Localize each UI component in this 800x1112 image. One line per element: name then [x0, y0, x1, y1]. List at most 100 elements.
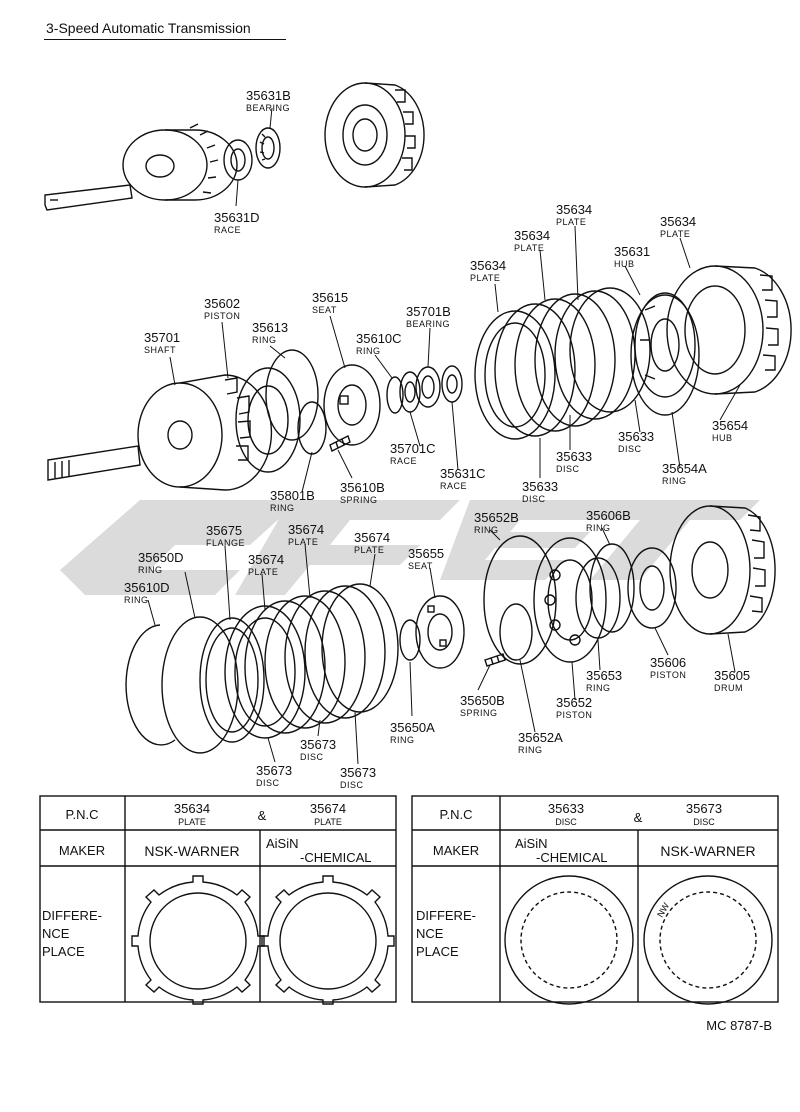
part-number-label: 35654 — [712, 418, 748, 433]
part-number-label: 35652A — [518, 730, 563, 745]
plate-disc-stack-lower — [224, 583, 399, 739]
part-name-label: RING — [586, 523, 611, 533]
part-number-label: 35650B — [460, 693, 505, 708]
part-number-label: 35650A — [390, 720, 435, 735]
drum-35605-drawing — [669, 505, 776, 635]
ring-35650D-drawing — [161, 616, 239, 754]
table2-amp: & — [634, 810, 643, 825]
table1-maker-b-line1: AiSiN — [266, 836, 299, 851]
part-number-label: 35650D — [138, 550, 184, 565]
table1-part-b-name: PLATE — [314, 817, 342, 827]
part-number-label: 35610D — [124, 580, 170, 595]
part-number-label: 35633 — [556, 449, 592, 464]
ring-35652B-drawing — [483, 535, 557, 665]
part-name-label: SHAFT — [144, 345, 176, 355]
part-labels: 35631BBEARING35631DRACE35634PLATE35634PL… — [124, 88, 750, 790]
part-name-label: DISC — [300, 752, 324, 762]
part-name-label: PLATE — [660, 229, 690, 239]
table2-difference-label-line1: DIFFERE- — [416, 908, 476, 923]
part-name-label: RING — [252, 335, 277, 345]
part-number-label: 35631B — [246, 88, 291, 103]
spring-35650B-drawing — [484, 653, 506, 667]
part-number-label: 35631D — [214, 210, 260, 225]
table2-maker-label: MAKER — [433, 843, 479, 858]
table2-difference-label-line2: NCE — [416, 926, 444, 941]
table1-difference-label-line1: DIFFERE- — [42, 908, 102, 923]
part-number-label: 35633 — [618, 429, 654, 444]
part-number-label: 35634 — [556, 202, 592, 217]
table2-part-b-number: 35673 — [686, 801, 722, 816]
part-name-label: HUB — [614, 259, 635, 269]
shaft-and-piston-35701 — [47, 374, 273, 491]
disc-nw-mark: NW — [655, 901, 671, 919]
part-name-label: SPRING — [460, 708, 498, 718]
part-name-label: RING — [586, 683, 611, 693]
part-number-label: 35634 — [470, 258, 506, 273]
forward-clutch-assembly — [44, 123, 238, 211]
part-number-label: 35610B — [340, 480, 385, 495]
part-number-label: 35610C — [356, 331, 402, 346]
part-number-label: 35674 — [288, 522, 324, 537]
bearing-35631B-drawing — [255, 127, 281, 169]
part-name-label: RACE — [440, 481, 467, 491]
table1-part-b-number: 35674 — [310, 801, 346, 816]
watermark-logo — [60, 500, 760, 595]
ring-35650A-drawing — [399, 619, 421, 661]
piston-35652-drawing — [533, 537, 607, 663]
part-number-label: 35701C — [390, 441, 436, 456]
part-name-label: RING — [518, 745, 543, 755]
callout-lines — [147, 107, 741, 765]
title-underline — [44, 39, 286, 40]
ring-35654A-drawing — [630, 294, 700, 416]
drawing-code: MC 8787-B — [706, 1018, 772, 1033]
table2-part-a-number: 35633 — [548, 801, 584, 816]
part-name-label: RING — [270, 503, 295, 513]
part-name-label: RING — [474, 525, 499, 535]
ring-35610C-drawing — [386, 376, 404, 414]
plate-nsk-warner-outline — [131, 875, 265, 1005]
seat-35655-drawing — [415, 595, 465, 669]
seat-35615-drawing — [323, 364, 381, 446]
part-name-label: RING — [138, 565, 163, 575]
race-35631D-drawing — [223, 139, 253, 181]
table2-maker-b: NSK-WARNER — [660, 843, 755, 859]
spring-35610B-drawing — [329, 435, 351, 452]
part-name-label: DRUM — [714, 683, 743, 693]
part-name-label: BEARING — [246, 103, 290, 113]
part-name-label: SEAT — [312, 305, 337, 315]
table1-maker-label: MAKER — [59, 843, 105, 858]
part-number-label: 35631 — [614, 244, 650, 259]
part-name-label: DISC — [256, 778, 280, 788]
part-name-label: SPRING — [340, 495, 378, 505]
piston-35602-drawing — [235, 367, 301, 473]
part-name-label: HUB — [712, 433, 733, 443]
plate-aisin-chemical-outline — [261, 875, 395, 1005]
part-number-label: 35605 — [714, 668, 750, 683]
part-number-label: 35606 — [650, 655, 686, 670]
part-name-label: DISC — [618, 444, 642, 454]
hub-35654-drawing — [666, 265, 792, 395]
part-number-label: 35631C — [440, 466, 486, 481]
race-35631C-drawing — [441, 365, 463, 403]
table1-difference-label-line2: NCE — [42, 926, 70, 941]
part-number-label: 35673 — [300, 737, 336, 752]
part-name-label: DISC — [340, 780, 364, 790]
table1-maker-a: NSK-WARNER — [144, 843, 239, 859]
flange-35675-drawing — [199, 617, 265, 743]
part-number-label: 35801B — [270, 488, 315, 503]
ring-35652A-drawing — [499, 603, 533, 661]
part-name-label: PISTON — [204, 311, 240, 321]
table2-difference-label-line3: PLACE — [416, 944, 459, 959]
part-number-label: 35674 — [248, 552, 284, 567]
part-number-label: 35613 — [252, 320, 288, 335]
ring-35610D-drawing — [125, 624, 176, 746]
table1-part-a-number: 35634 — [174, 801, 210, 816]
ring-35613-drawing — [265, 349, 319, 441]
part-number-label: 35633 — [522, 479, 558, 494]
comparison-table-discs — [411, 795, 779, 1005]
part-name-label: RING — [356, 346, 381, 356]
part-name-label: RING — [124, 595, 149, 605]
part-number-label: 35701 — [144, 330, 180, 345]
